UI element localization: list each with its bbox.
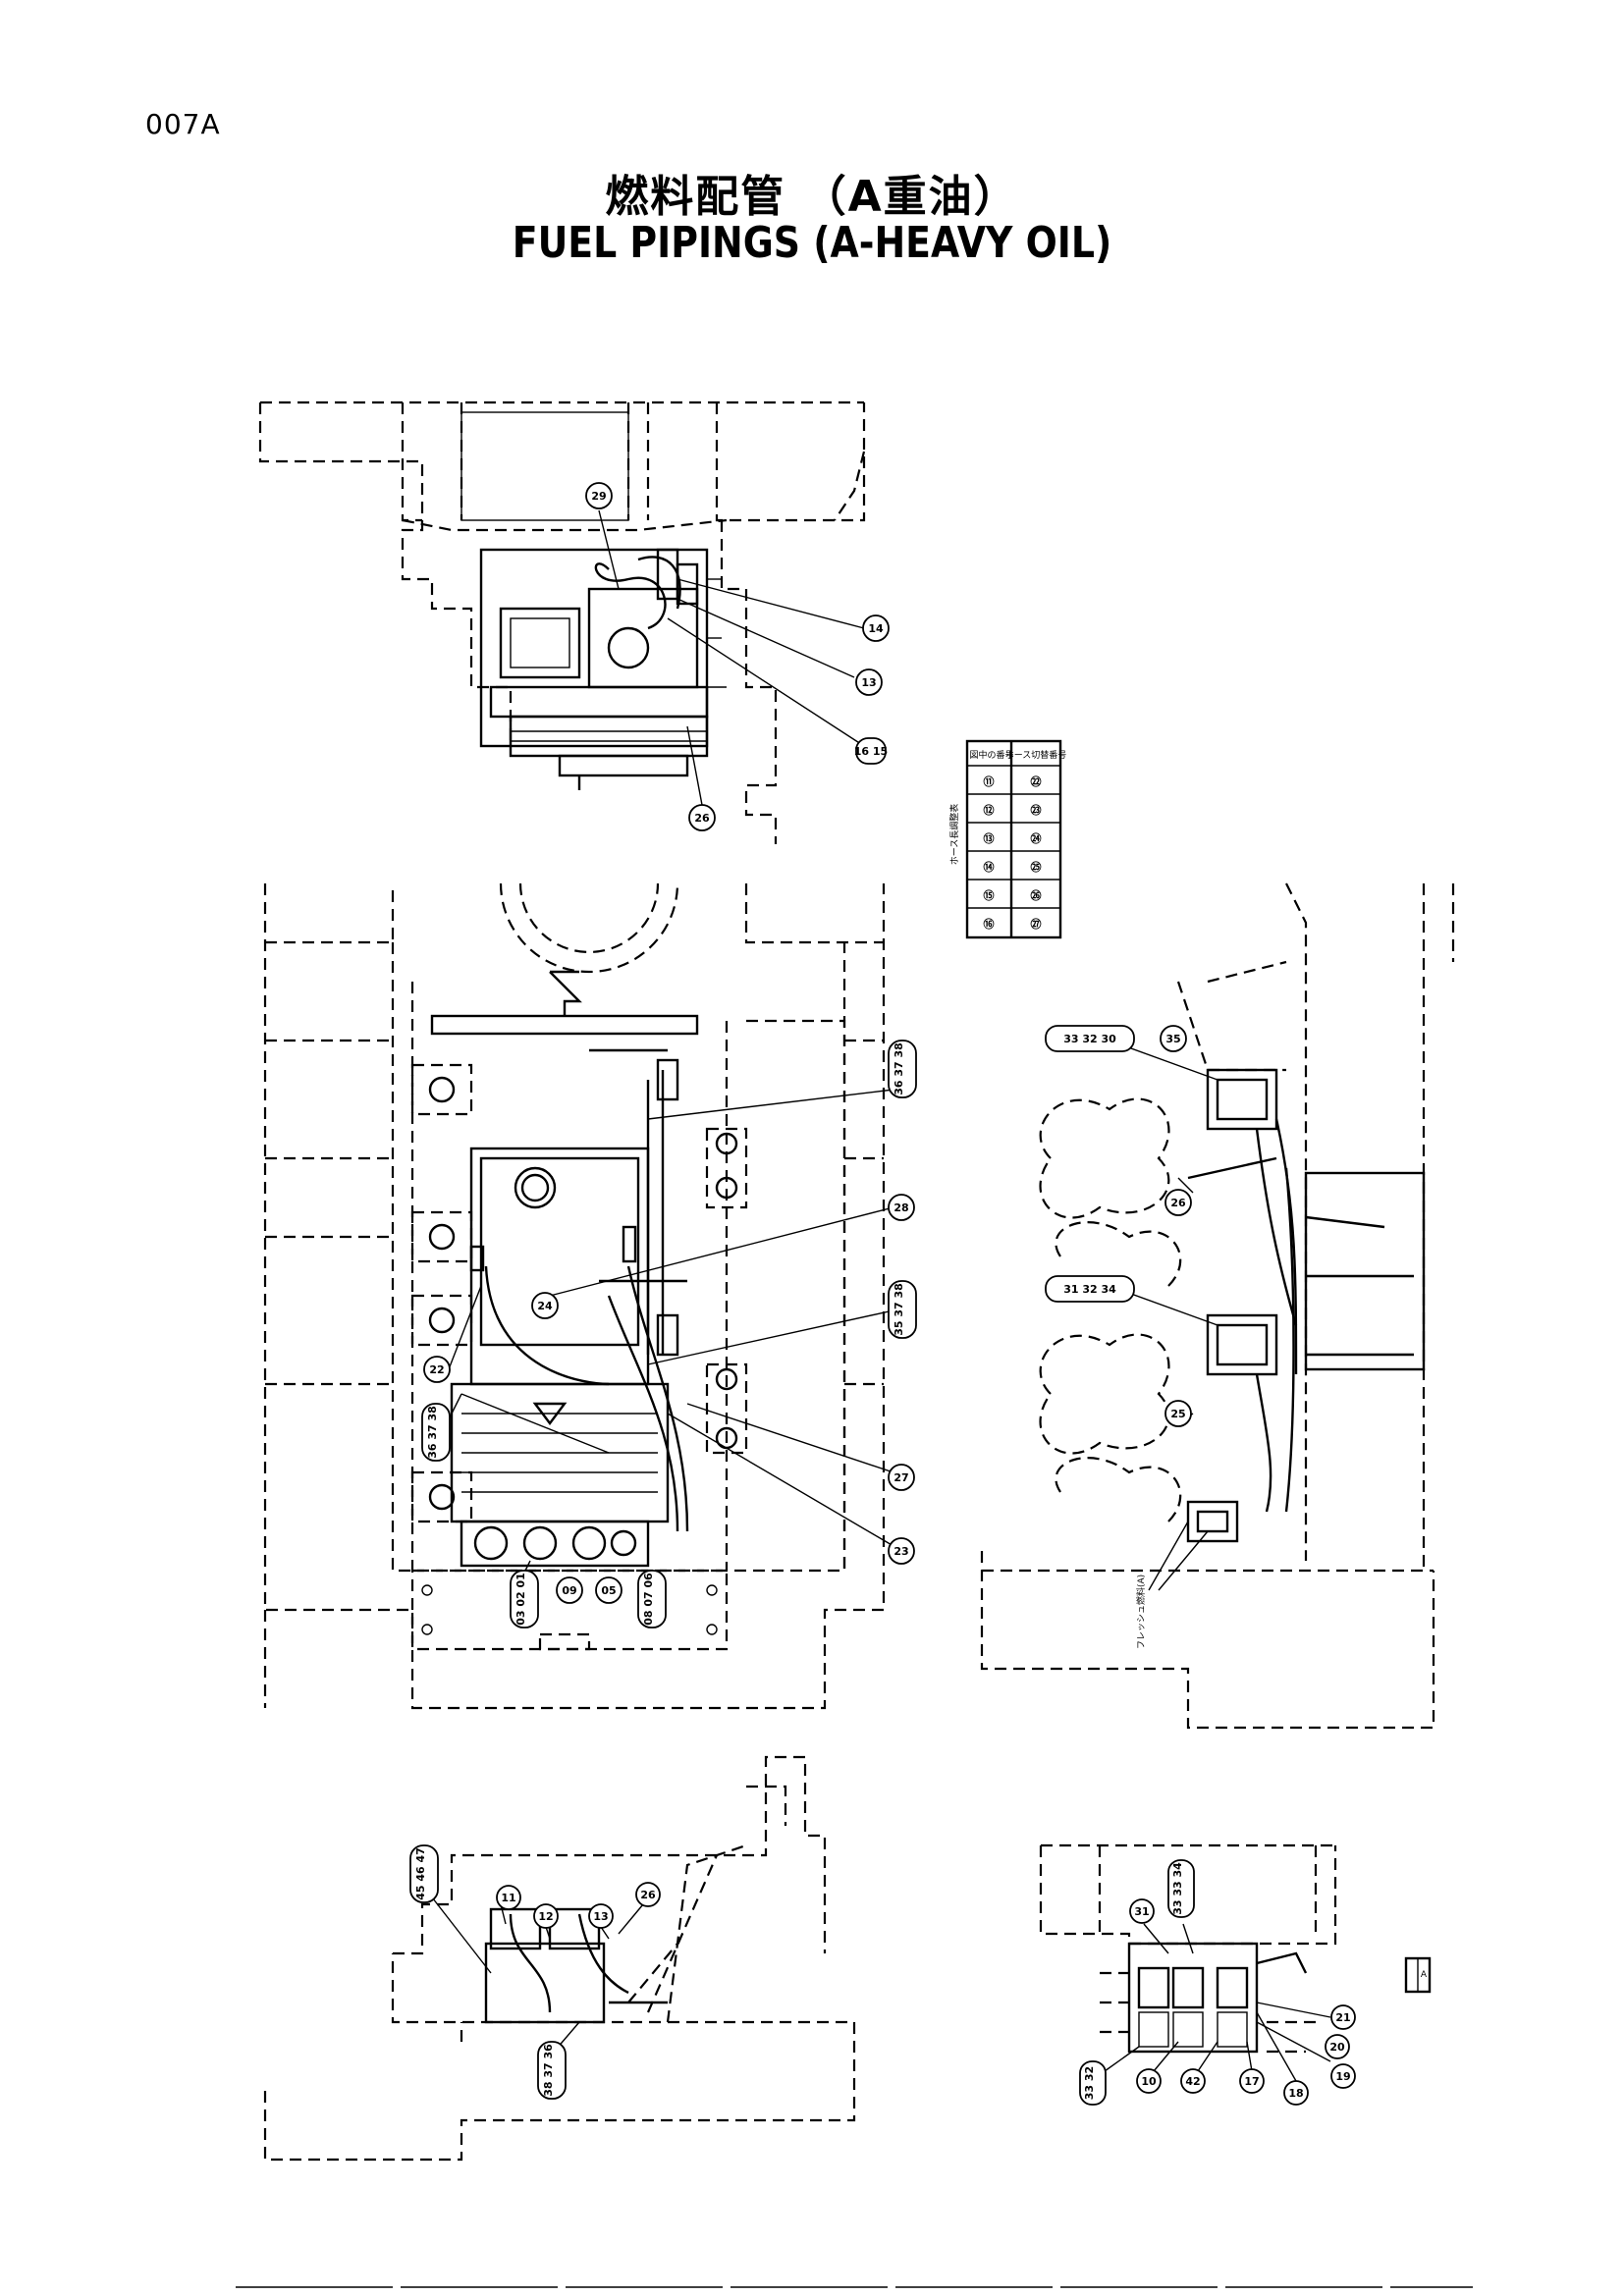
svg-text:A: A xyxy=(1421,1970,1428,1980)
svg-text:31: 31 xyxy=(1134,1905,1149,1918)
svg-text:16 15: 16 15 xyxy=(854,745,888,758)
title-english: FUEL PIPINGS (A-HEAVY OIL) xyxy=(512,218,1112,268)
svg-text:45 46 47: 45 46 47 xyxy=(414,1847,427,1900)
svg-text:13: 13 xyxy=(593,1910,608,1923)
svg-text:図中の番号: 図中の番号 xyxy=(969,749,1013,761)
svg-text:14: 14 xyxy=(868,622,884,635)
plan-view xyxy=(263,882,894,1710)
svg-text:⑮: ⑮ xyxy=(984,888,995,902)
front-view-right-callouts: 31 33 33 34 33 32 10 42 17 18 19 20 21 xyxy=(1079,1859,1356,2106)
svg-text:05: 05 xyxy=(601,1584,616,1597)
svg-text:20: 20 xyxy=(1329,2041,1345,2054)
svg-text:09: 09 xyxy=(562,1584,576,1597)
top-view xyxy=(258,400,866,844)
svg-text:26: 26 xyxy=(640,1889,656,1901)
svg-text:フレッシュ燃料(A): フレッシュ燃料(A) xyxy=(1135,1575,1147,1649)
svg-text:42: 42 xyxy=(1185,2075,1200,2088)
front-view-left-callouts: 45 46 47 11 12 26 13 38 37 36 xyxy=(409,1844,661,2100)
svg-text:⑪: ⑪ xyxy=(984,774,995,788)
svg-text:10: 10 xyxy=(1141,2075,1157,2088)
svg-text:27: 27 xyxy=(893,1471,908,1484)
front-view-left xyxy=(263,1755,856,2162)
svg-text:⑯: ⑯ xyxy=(984,917,995,931)
svg-text:38 37 36: 38 37 36 xyxy=(542,2044,555,2097)
side-view-callouts: 33 32 30 35 26 31 32 34 25 フレッシュ燃料(A) xyxy=(1045,1025,1192,1649)
svg-text:17: 17 xyxy=(1244,2075,1259,2088)
svg-text:25: 25 xyxy=(1170,1408,1185,1420)
svg-text:㉒: ㉒ xyxy=(1031,774,1042,788)
svg-text:36 37 38: 36 37 38 xyxy=(426,1406,439,1459)
svg-text:18: 18 xyxy=(1288,2087,1303,2100)
svg-text:㉗: ㉗ xyxy=(1031,917,1042,931)
svg-text:33 33 34: 33 33 34 xyxy=(1171,1862,1184,1915)
svg-text:24: 24 xyxy=(537,1300,553,1312)
svg-text:23: 23 xyxy=(893,1545,908,1558)
svg-text:⑭: ⑭ xyxy=(984,860,995,874)
svg-text:ホース長調整表: ホース長調整表 xyxy=(948,804,960,866)
svg-text:29: 29 xyxy=(591,490,606,503)
svg-text:㉔: ㉔ xyxy=(1031,831,1042,845)
svg-text:36 37 38: 36 37 38 xyxy=(893,1042,905,1095)
svg-text:⑫: ⑫ xyxy=(984,803,995,817)
svg-text:㉖: ㉖ xyxy=(1031,888,1042,902)
svg-text:22: 22 xyxy=(429,1363,444,1376)
svg-text:21: 21 xyxy=(1335,2011,1350,2024)
svg-text:31 32 34: 31 32 34 xyxy=(1063,1283,1116,1296)
svg-text:03 02 01: 03 02 01 xyxy=(514,1573,527,1626)
svg-text:33 32 30: 33 32 30 xyxy=(1063,1033,1116,1045)
front-view-right: A xyxy=(1039,1843,1432,2082)
page-code: 007A xyxy=(145,108,221,140)
top-view-callouts: 29 14 13 16 15 26 xyxy=(585,482,890,831)
svg-text:㉕: ㉕ xyxy=(1031,860,1042,874)
svg-text:11: 11 xyxy=(501,1892,515,1904)
svg-text:⑬: ⑬ xyxy=(984,831,995,845)
svg-text:08 07 06: 08 07 06 xyxy=(642,1573,655,1626)
svg-text:26: 26 xyxy=(1170,1197,1186,1209)
svg-text:19: 19 xyxy=(1335,2070,1350,2083)
hose-length-table: ホース長調整表 図中の番号 ホース切替番号 ⑪ ㉒ ⑫ ㉓ ⑬ ㉔ ⑭ ㉕ ⑮ … xyxy=(948,739,1067,939)
svg-text:35: 35 xyxy=(1165,1033,1180,1045)
svg-text:13: 13 xyxy=(861,676,876,689)
svg-text:28: 28 xyxy=(893,1201,908,1214)
side-view xyxy=(980,882,1455,1730)
svg-text:35 37 38: 35 37 38 xyxy=(893,1283,905,1336)
plan-view-callouts: 36 37 38 28 35 37 38 22 24 36 37 38 27 2… xyxy=(421,1040,917,1629)
svg-text:㉓: ㉓ xyxy=(1031,803,1042,817)
svg-text:12: 12 xyxy=(538,1910,553,1923)
title-japanese: 燃料配管 （A重油） xyxy=(605,172,1019,222)
svg-text:ホース切替番号: ホース切替番号 xyxy=(1005,749,1067,761)
svg-text:26: 26 xyxy=(694,812,710,825)
svg-text:33 32: 33 32 xyxy=(1083,2066,1096,2100)
